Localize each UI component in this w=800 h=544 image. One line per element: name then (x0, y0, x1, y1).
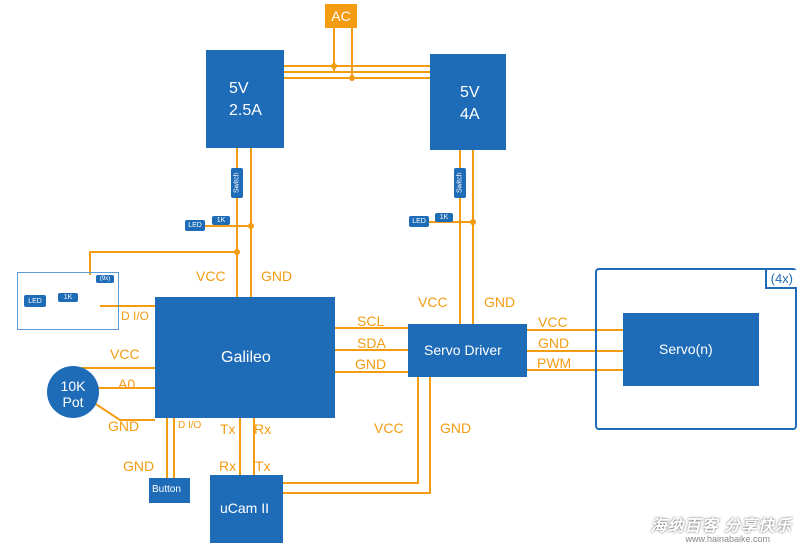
multi-resistor: 1K (58, 293, 78, 302)
pot-value: 10K (60, 378, 86, 394)
gnd-i2c: GND (355, 356, 387, 372)
vcc-servo: VCC (538, 314, 568, 330)
resistor-right: 1K (435, 213, 453, 222)
servo-driver-label: Servo Driver (424, 342, 502, 358)
psu2-current: 4A (460, 106, 480, 123)
servo-block: Servo(n) (623, 313, 759, 386)
psu1-current: 2.5A (229, 102, 262, 119)
galileo-board: Galileo (155, 297, 335, 418)
rx-galileo: Rx (254, 421, 272, 437)
led-left: LED (185, 220, 205, 231)
watermark: 海纳百客 分享快乐 (650, 518, 792, 535)
psu-5v-2-5a: 5V 2.5A (206, 50, 284, 148)
ac-source: AC (325, 4, 357, 28)
scl-label: SCL (357, 313, 385, 329)
multi-led-count: (9x) (96, 275, 114, 283)
multi-led: LED (24, 295, 46, 307)
servo-group: (4x) (595, 268, 797, 430)
button-block: Button (149, 478, 190, 503)
multi-led-box: (9x) LED 1K (17, 272, 119, 330)
ucam-block: uCam II (210, 475, 283, 543)
psu2-voltage: 5V (460, 84, 480, 101)
switch-right: Switch (454, 168, 466, 198)
led-right: LED (409, 216, 429, 227)
vcc-ucam: VCC (374, 420, 404, 436)
a0-pot: A0 (118, 376, 136, 392)
gnd-button: GND (123, 458, 155, 474)
psu-5v-4a: 5V 4A (430, 54, 506, 150)
vcc-pot: VCC (110, 346, 140, 362)
galileo-label: Galileo (221, 349, 271, 366)
gnd-psu1: GND (261, 268, 293, 284)
button-label: Button (152, 484, 181, 495)
servo-label: Servo(n) (659, 341, 713, 357)
psu1-voltage: 5V (229, 80, 249, 97)
resistor-left: 1K (212, 216, 230, 225)
gnd-pot: GND (108, 418, 140, 434)
dio-led: D I/O (121, 309, 150, 323)
tx-galileo: Tx (220, 421, 236, 437)
vcc-psu1: VCC (196, 268, 226, 284)
gnd-psu2: GND (484, 294, 516, 310)
switch-left: Switch (231, 168, 243, 198)
pot-label: Pot (62, 394, 84, 410)
dio-button: D I/O (178, 420, 202, 431)
pwm-servo: PWM (537, 355, 572, 371)
gnd-ucam: GND (440, 420, 472, 436)
rx-ucam: Rx (219, 458, 237, 474)
tx-ucam: Tx (255, 458, 271, 474)
watermark-url: www.hainabaike.com (685, 534, 770, 544)
gnd-servo: GND (538, 335, 570, 351)
servo-driver: Servo Driver (408, 324, 527, 377)
sda-label: SDA (357, 335, 386, 351)
vcc-psu2: VCC (418, 294, 448, 310)
ucam-label: uCam II (220, 500, 270, 516)
pot-10k: 10K Pot (47, 366, 99, 418)
servo-count: (4x) (764, 270, 797, 289)
